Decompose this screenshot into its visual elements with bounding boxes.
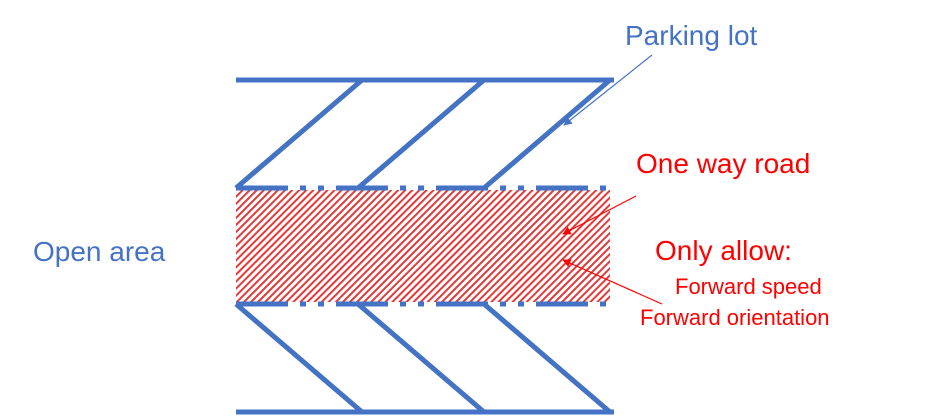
parking-lot-arrow xyxy=(563,54,653,126)
top-stall-divider-2 xyxy=(356,78,486,190)
bottom-stall-divider-2 xyxy=(356,302,486,414)
bottom-stall-divider-3 xyxy=(482,302,612,414)
one-way-road-area xyxy=(236,190,610,302)
forward-orientation-label: Forward orientation xyxy=(640,305,830,330)
top-stall-divider-3 xyxy=(482,78,612,190)
bottom-parking-row xyxy=(234,301,614,415)
one-way-road-arrow xyxy=(562,195,637,235)
bottom-stall-divider-1 xyxy=(234,302,364,414)
open-area-label: Open area xyxy=(33,236,166,267)
only-allow-arrow xyxy=(562,259,663,305)
forward-speed-label: Forward speed xyxy=(675,274,822,299)
top-parking-row xyxy=(234,77,614,191)
parking-lot-label: Parking lot xyxy=(625,20,758,51)
only-allow-label: Only allow: xyxy=(655,235,792,266)
top-stall-divider-1 xyxy=(234,78,364,190)
one-way-road-label: One way road xyxy=(636,148,811,179)
